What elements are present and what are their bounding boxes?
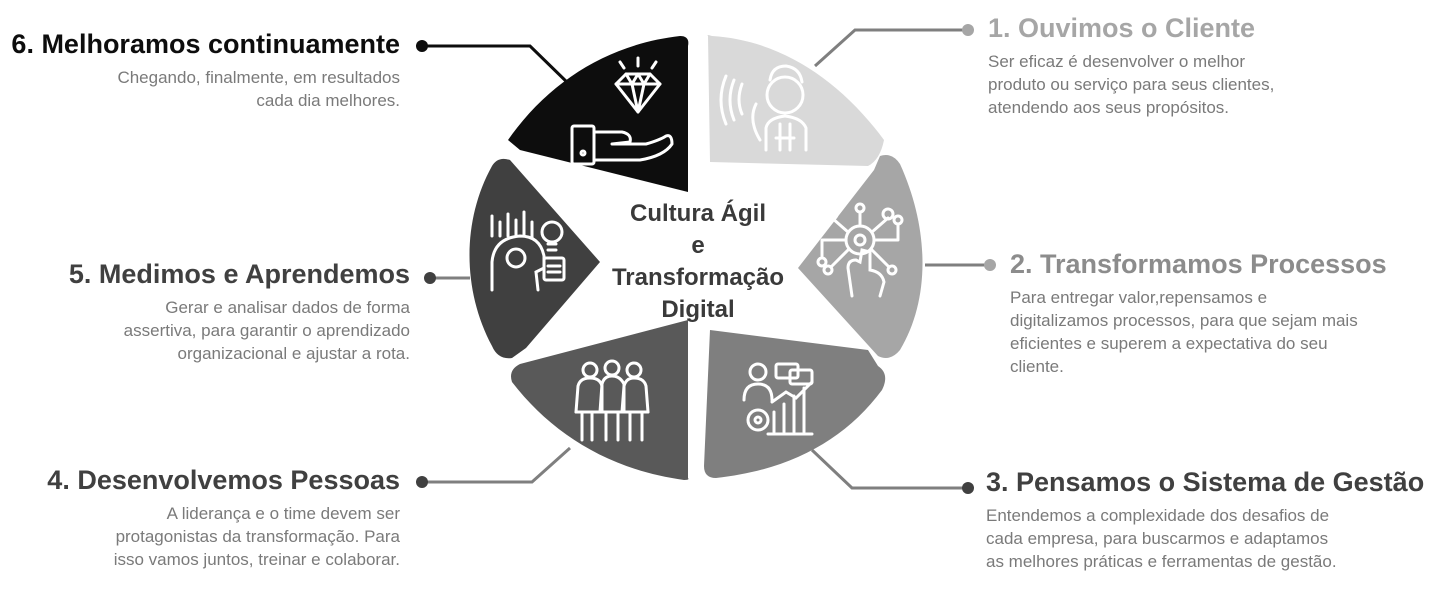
step-5: 5. Medimos e Aprendemos Gerar e analisar… (0, 258, 410, 365)
connector-dot-step4 (416, 476, 428, 488)
step-1-title: 1. Ouvimos o Cliente (988, 12, 1408, 44)
step-6-desc-line1: Chegando, finalmente, em resultados (0, 66, 400, 89)
center-title: Cultura Ágil e Transformação Digital (595, 198, 801, 326)
step-4-desc-line2: protagonistas da transformação. Para (0, 525, 400, 548)
connector-dot-step5 (424, 272, 436, 284)
step-2-title: 2. Transformamos Processos (1010, 248, 1430, 280)
connector-dot-step2 (984, 259, 996, 271)
connector-step1 (815, 30, 968, 66)
step-6: 6. Melhoramos continuamente Chegando, fi… (0, 28, 400, 112)
center-title-line2: e (595, 230, 801, 262)
connector-dot-step1 (962, 24, 974, 36)
connector-step4 (422, 448, 570, 482)
step-4: 4. Desenvolvemos Pessoas A liderança e o… (0, 464, 400, 571)
step-2-desc-line1: Para entregar valor,repensamos e (1010, 286, 1430, 309)
step-1: 1. Ouvimos o Cliente Ser eficaz é desenv… (988, 12, 1408, 119)
connector-step3 (812, 450, 968, 488)
step-1-desc-line2: produto ou serviço para seus clientes, (988, 73, 1408, 96)
step-5-desc-line3: organizacional e ajustar a rota. (0, 342, 410, 365)
step-2-desc-line2: digitalizamos processos, para que sejam … (1010, 309, 1430, 332)
center-title-line1: Cultura Ágil (595, 198, 801, 230)
step-4-title: 4. Desenvolvemos Pessoas (0, 464, 400, 496)
step-3-desc-line3: as melhores práticas e ferramentas de ge… (986, 550, 1434, 573)
segment-5 (470, 159, 601, 358)
step-3-desc-line2: cada empresa, para buscarmos e adaptamos (986, 527, 1434, 550)
connector-dot-step3 (962, 482, 974, 494)
step-2-desc-line3: eficientes e superem a expectativa do se… (1010, 332, 1430, 355)
segment-6 (508, 36, 688, 192)
step-3-desc-line1: Entendemos a complexidade dos desafios d… (986, 504, 1434, 527)
step-2: 2. Transformamos Processos Para entregar… (1010, 248, 1430, 378)
step-5-desc-line2: assertiva, para garantir o aprendizado (0, 319, 410, 342)
step-4-desc-line1: A liderança e o time devem ser (0, 502, 400, 525)
step-1-desc-line3: atendendo aos seus propósitos. (988, 96, 1408, 119)
step-5-desc-line1: Gerar e analisar dados de forma (0, 296, 410, 319)
step-6-desc-line2: cada dia melhores. (0, 89, 400, 112)
connector-step6 (422, 46, 572, 87)
step-4-desc-line3: isso vamos juntos, treinar e colaborar. (0, 548, 400, 571)
step-6-title: 6. Melhoramos continuamente (0, 28, 400, 60)
step-3: 3. Pensamos o Sistema de Gestão Entendem… (986, 466, 1434, 573)
segment-1 (708, 35, 885, 166)
connector-dot-step6 (416, 40, 428, 52)
step-1-desc-line1: Ser eficaz é desenvolver o melhor (988, 50, 1408, 73)
center-title-line4: Digital (595, 294, 801, 326)
step-3-title: 3. Pensamos o Sistema de Gestão (986, 466, 1434, 498)
step-5-title: 5. Medimos e Aprendemos (0, 258, 410, 290)
step-2-desc-line4: cliente. (1010, 355, 1430, 378)
center-title-line3: Transformação (595, 262, 801, 294)
